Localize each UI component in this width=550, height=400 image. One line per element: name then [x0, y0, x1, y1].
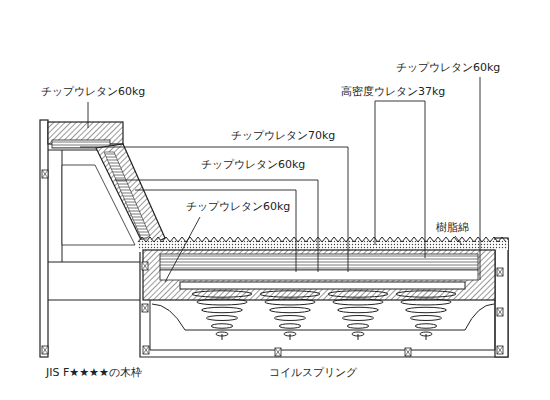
seat-frame: [140, 238, 508, 357]
leader-line: [135, 190, 296, 272]
spring-coil: [279, 324, 301, 328]
spring-stem: [290, 334, 291, 340]
spring-coil: [333, 299, 383, 305]
spring-coil: [206, 316, 237, 321]
leader-line: [165, 217, 200, 282]
spring-coil: [265, 299, 315, 305]
spring-base: [152, 304, 494, 330]
high-density-layer: [160, 254, 478, 270]
spring-coil: [342, 316, 373, 321]
wood-block: [497, 346, 503, 354]
wood-block: [143, 346, 149, 354]
leader-line: [88, 102, 89, 128]
spring-stem: [222, 334, 223, 340]
wood-block: [42, 170, 48, 178]
resin-cotton-edge: [138, 237, 506, 242]
leader-line: [455, 236, 462, 245]
spring-plate: [180, 282, 465, 289]
spring-coil: [401, 299, 451, 305]
spring-coil: [338, 307, 379, 312]
spring-coil: [192, 291, 252, 297]
leader-line: [375, 101, 425, 258]
material-label: 高密度ウレタン37kg: [340, 85, 446, 98]
chip-layer: [160, 270, 478, 280]
right-frame: [495, 238, 508, 357]
coil-springs: [192, 291, 456, 340]
material-label: チップウレタン70kg: [230, 129, 336, 142]
wood-block: [142, 304, 148, 312]
back-slope-layer: [104, 152, 150, 240]
spring-coil: [410, 316, 441, 321]
back-slope-cushion: [96, 144, 165, 248]
spring-coil: [260, 291, 320, 297]
spring-coil: [347, 324, 369, 328]
spring-coil: [406, 307, 447, 312]
spring-coil: [197, 299, 247, 305]
material-label: チップウレタン60kg: [395, 61, 501, 74]
leader-line: [115, 180, 318, 272]
wood-block: [497, 308, 503, 316]
wood-blocks: [42, 170, 503, 356]
material-label: チップウレタン60kg: [200, 158, 306, 171]
leader-line: [480, 77, 481, 280]
wood-block: [405, 348, 411, 356]
spring-stem: [426, 334, 427, 340]
spring-coil: [202, 307, 243, 312]
base-frame: [150, 300, 495, 350]
material-label: チップウレタン60kg: [40, 85, 146, 98]
material-label: チップウレタン60kg: [185, 200, 291, 213]
seat-cushion: [143, 250, 495, 300]
back-board: [40, 120, 48, 357]
wood-block: [42, 346, 48, 354]
material-label: 樹脂綿: [435, 221, 470, 234]
leader-line: [80, 147, 348, 272]
wood-block: [142, 262, 148, 270]
wood-block: [497, 268, 503, 276]
part-label: コイルスプリング: [268, 366, 358, 379]
spring-coil: [274, 316, 305, 321]
spring-coil: [396, 291, 456, 297]
part-label: JIS F★★★★の木枠: [45, 366, 143, 379]
spring-coil: [270, 307, 311, 312]
spring-coil: [415, 324, 437, 328]
leader-lines: [80, 77, 480, 282]
spring-coil: [211, 324, 233, 328]
spring-coil: [328, 291, 388, 297]
wood-block: [275, 348, 281, 356]
spring-stem: [358, 334, 359, 340]
